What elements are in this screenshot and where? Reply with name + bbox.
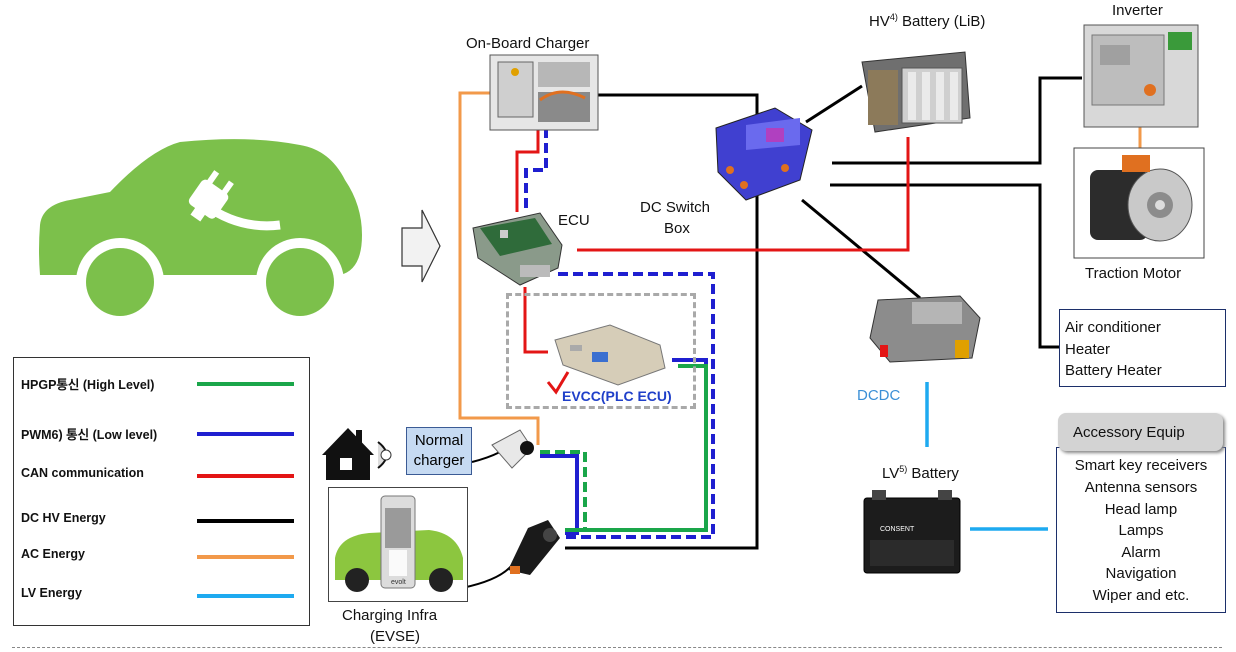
house-icon [322, 428, 392, 480]
dc-switch-box-image [715, 107, 813, 201]
ac-energy-line [458, 91, 540, 445]
legend-row-ac: AC Energy [14, 545, 309, 565]
accessory-item: Smart key receivers [1074, 457, 1208, 474]
legend-swatch [197, 432, 294, 436]
legend-label: LV Energy [21, 586, 82, 600]
dc-hv-line-battery [805, 84, 863, 124]
normal-charger-plug-icon [491, 429, 534, 469]
ecu-label: ECU [558, 212, 590, 229]
evcc-label: EVCC(PLC ECU) [562, 388, 672, 404]
legend-box: HPGP통신 (High Level) PWM6) 통신 (Low level)… [13, 357, 310, 626]
legend-row-hpgp: HPGP통신 (High Level) [14, 372, 309, 392]
hv-load-item: Air conditioner [1065, 319, 1161, 336]
on-board-charger-image [489, 54, 599, 131]
normal-charger-box: Normal charger [406, 427, 472, 475]
normal-charger-label-line1: Normal [414, 432, 464, 449]
legend-swatch [197, 519, 294, 523]
hv-battery-label-prefix: HV [869, 13, 890, 30]
lv-battery-label: LV5) Battery [882, 464, 959, 482]
legend-row-can: CAN communication [14, 464, 309, 484]
accessory-item: Lamps [1118, 522, 1164, 539]
inverter-image [1083, 24, 1199, 128]
dc-switch-box-label-line1: DC Switch [640, 199, 711, 216]
legend-row-pwm: PWM6) 통신 (Low level) [14, 422, 309, 442]
dc-hv-line-inverter [832, 76, 1082, 165]
evcc-dashed-frame [506, 293, 696, 409]
accessory-item: Navigation [1105, 565, 1177, 582]
dc-switch-box-label-line2: Box [664, 220, 690, 237]
dcdc-label: DCDC [857, 387, 901, 404]
hpgp-line-evcc [565, 364, 708, 532]
dc-hv-line-loads [830, 183, 1059, 349]
legend-label: AC Energy [21, 547, 85, 561]
flow-arrow-icon [401, 209, 441, 283]
can-line-obc [515, 128, 540, 212]
accessory-item: Wiper and etc. [1092, 587, 1190, 604]
ev-car-icon [39, 139, 362, 326]
legend-row-dc-hv: DC HV Energy [14, 509, 309, 529]
legend-label: PWM6) 통신 (Low level) [21, 428, 158, 442]
traction-motor-label: Traction Motor [1085, 265, 1182, 282]
pwm-line-charger [540, 454, 579, 535]
evse-illustration: evolt [329, 488, 467, 601]
legend-swatch [197, 555, 294, 559]
hv-load-item: Battery Heater [1065, 362, 1162, 379]
hv-battery-label-sup: 4) [889, 12, 898, 22]
bottom-divider [12, 647, 1222, 648]
svg-text:CONSENT: CONSENT [880, 526, 915, 533]
check-mark-icon [546, 371, 570, 395]
lv-battery-label-prefix: LV [882, 465, 900, 482]
accessory-header: Accessory Equip [1058, 413, 1223, 451]
evcc-image [554, 324, 666, 386]
accessory-item: Antenna sensors [1084, 479, 1198, 496]
accessory-list-box: Smart key receivers Antenna sensors Head… [1056, 447, 1226, 613]
legend-label: HPGP통신 (High Level) [21, 378, 155, 392]
can-line-evcc [523, 287, 548, 354]
normal-charger-label-line2: charger [413, 452, 465, 469]
legend-row-lv: LV Energy [14, 584, 309, 604]
accessory-item: Head lamp [1104, 501, 1178, 518]
evse-image: evolt [328, 487, 468, 602]
charging-infra-label-line1: Charging Infra [342, 607, 438, 624]
inverter-label: Inverter [1112, 2, 1163, 19]
hpgp-line-charger [540, 450, 587, 530]
dc-charging-plug-icon [508, 520, 560, 575]
pwm-line-evcc [558, 272, 715, 539]
on-board-charger-label: On-Board Charger [466, 35, 590, 52]
hv-loads-box: Air conditioner Heater Battery Heater [1059, 309, 1226, 387]
legend-label: CAN communication [21, 466, 144, 480]
lv-battery-label-sup: 5) [899, 464, 908, 474]
hv-battery-label-suffix: Battery (LiB) [897, 13, 986, 30]
accessory-title: Accessory Equip [1073, 424, 1185, 441]
accessory-item: Alarm [1121, 544, 1161, 561]
hv-battery-image [861, 51, 971, 133]
dcdc-image [869, 295, 981, 363]
hv-battery-label: HV4) Battery (LiB) [869, 12, 985, 30]
hv-load-item: Heater [1065, 341, 1111, 358]
dc-hv-line-obc [565, 93, 759, 550]
legend-swatch [197, 382, 294, 386]
legend-label: DC HV Energy [21, 511, 106, 525]
charging-infra-label-line2: (EVSE) [370, 628, 421, 645]
ecu-image [472, 212, 563, 286]
traction-motor-image [1073, 147, 1205, 259]
lv-battery-label-suffix: Battery [907, 465, 959, 482]
lv-battery-image: CONSENT [863, 490, 961, 574]
can-line-battery [577, 137, 910, 252]
pwm-line-obc [524, 128, 548, 212]
legend-swatch [197, 474, 294, 478]
legend-swatch [197, 594, 294, 598]
svg-text:evolt: evolt [391, 579, 406, 586]
